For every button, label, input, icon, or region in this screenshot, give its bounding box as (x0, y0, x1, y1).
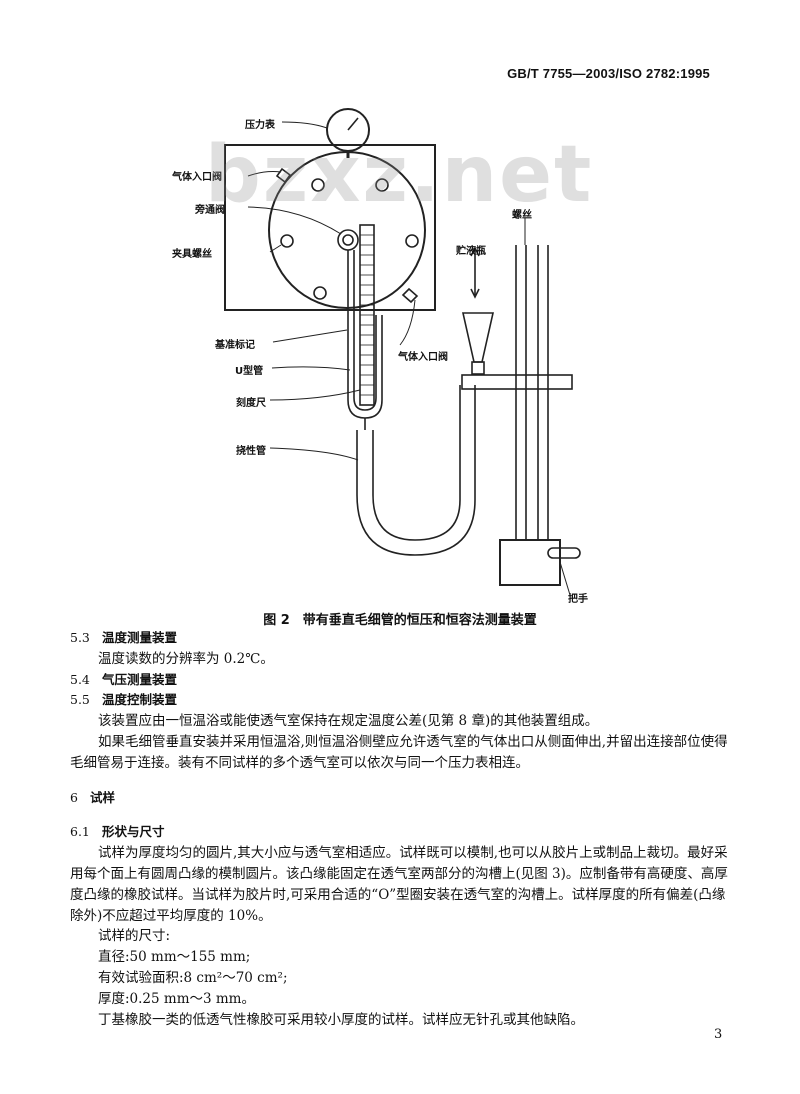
label-gas-inlet-valve-right: 气体入口阀 (398, 352, 448, 363)
label-scale: 刻度尺 (236, 398, 266, 409)
dimension-diameter: 直径:50 mm～155 mm; (98, 949, 251, 966)
paragraph-5-3: 温度读数的分辨率为 0.2℃。 (98, 650, 274, 667)
paragraph-6-1-last: 丁基橡胶一类的低透气性橡胶可采用较小厚度的试样。试样应无针孔或其他缺陷。 (98, 1011, 584, 1028)
dimension-area: 有效试验面积:8 cm²～70 cm²; (98, 969, 288, 986)
label-reservoir: 贮液瓶 (456, 246, 486, 257)
label-handle: 把手 (568, 594, 588, 605)
dimensions-title: 试样的尺寸: (98, 928, 171, 945)
dimension-thickness: 厚度:0.25 mm～3 mm。 (98, 990, 255, 1007)
standard-number: GB/T 7755—2003/ISO 2782:1995 (507, 66, 710, 81)
apparatus-diagram (224, 108, 581, 596)
label-u-tube: U型管 (235, 366, 264, 377)
label-gas-inlet-valve-top: 气体入口阀 (172, 172, 222, 183)
label-screw: 螺丝 (512, 210, 532, 221)
paragraph-6-1: 试样为厚度均匀的圆片,其大小应与透气室相适应。试样既可以模制,也可以从胶片上或制… (70, 845, 728, 924)
label-bypass-valve: 旁通阀 (195, 205, 225, 216)
paragraph-5-5-a: 该装置应由一恒温浴或能使透气室保持在规定温度公差(见第 8 章)的其他装置组成。 (98, 713, 599, 730)
label-clamp-screw: 夹具螺丝 (172, 249, 212, 260)
label-reference-mark: 基准标记 (215, 340, 255, 351)
figure-caption: 图 2 带有垂直毛细管的恒压和恒容法测量装置 (263, 613, 537, 628)
paragraph-5-5-b: 如果毛细管垂直安装并采用恒温浴,则恒温浴侧壁应允许透气室的气体出口从侧面伸出,并… (70, 733, 728, 771)
apparatus-figure: 压力表 气体入口阀 旁通阀 夹具螺丝 基准标记 U型管 刻度尺 挠性管 气体入口… (150, 100, 650, 605)
label-pressure-gauge: 压力表 (245, 120, 275, 131)
label-flexible-tube: 挠性管 (236, 446, 266, 457)
watermark: bzxz.net (205, 130, 594, 220)
page-number: 3 (714, 1027, 723, 1042)
